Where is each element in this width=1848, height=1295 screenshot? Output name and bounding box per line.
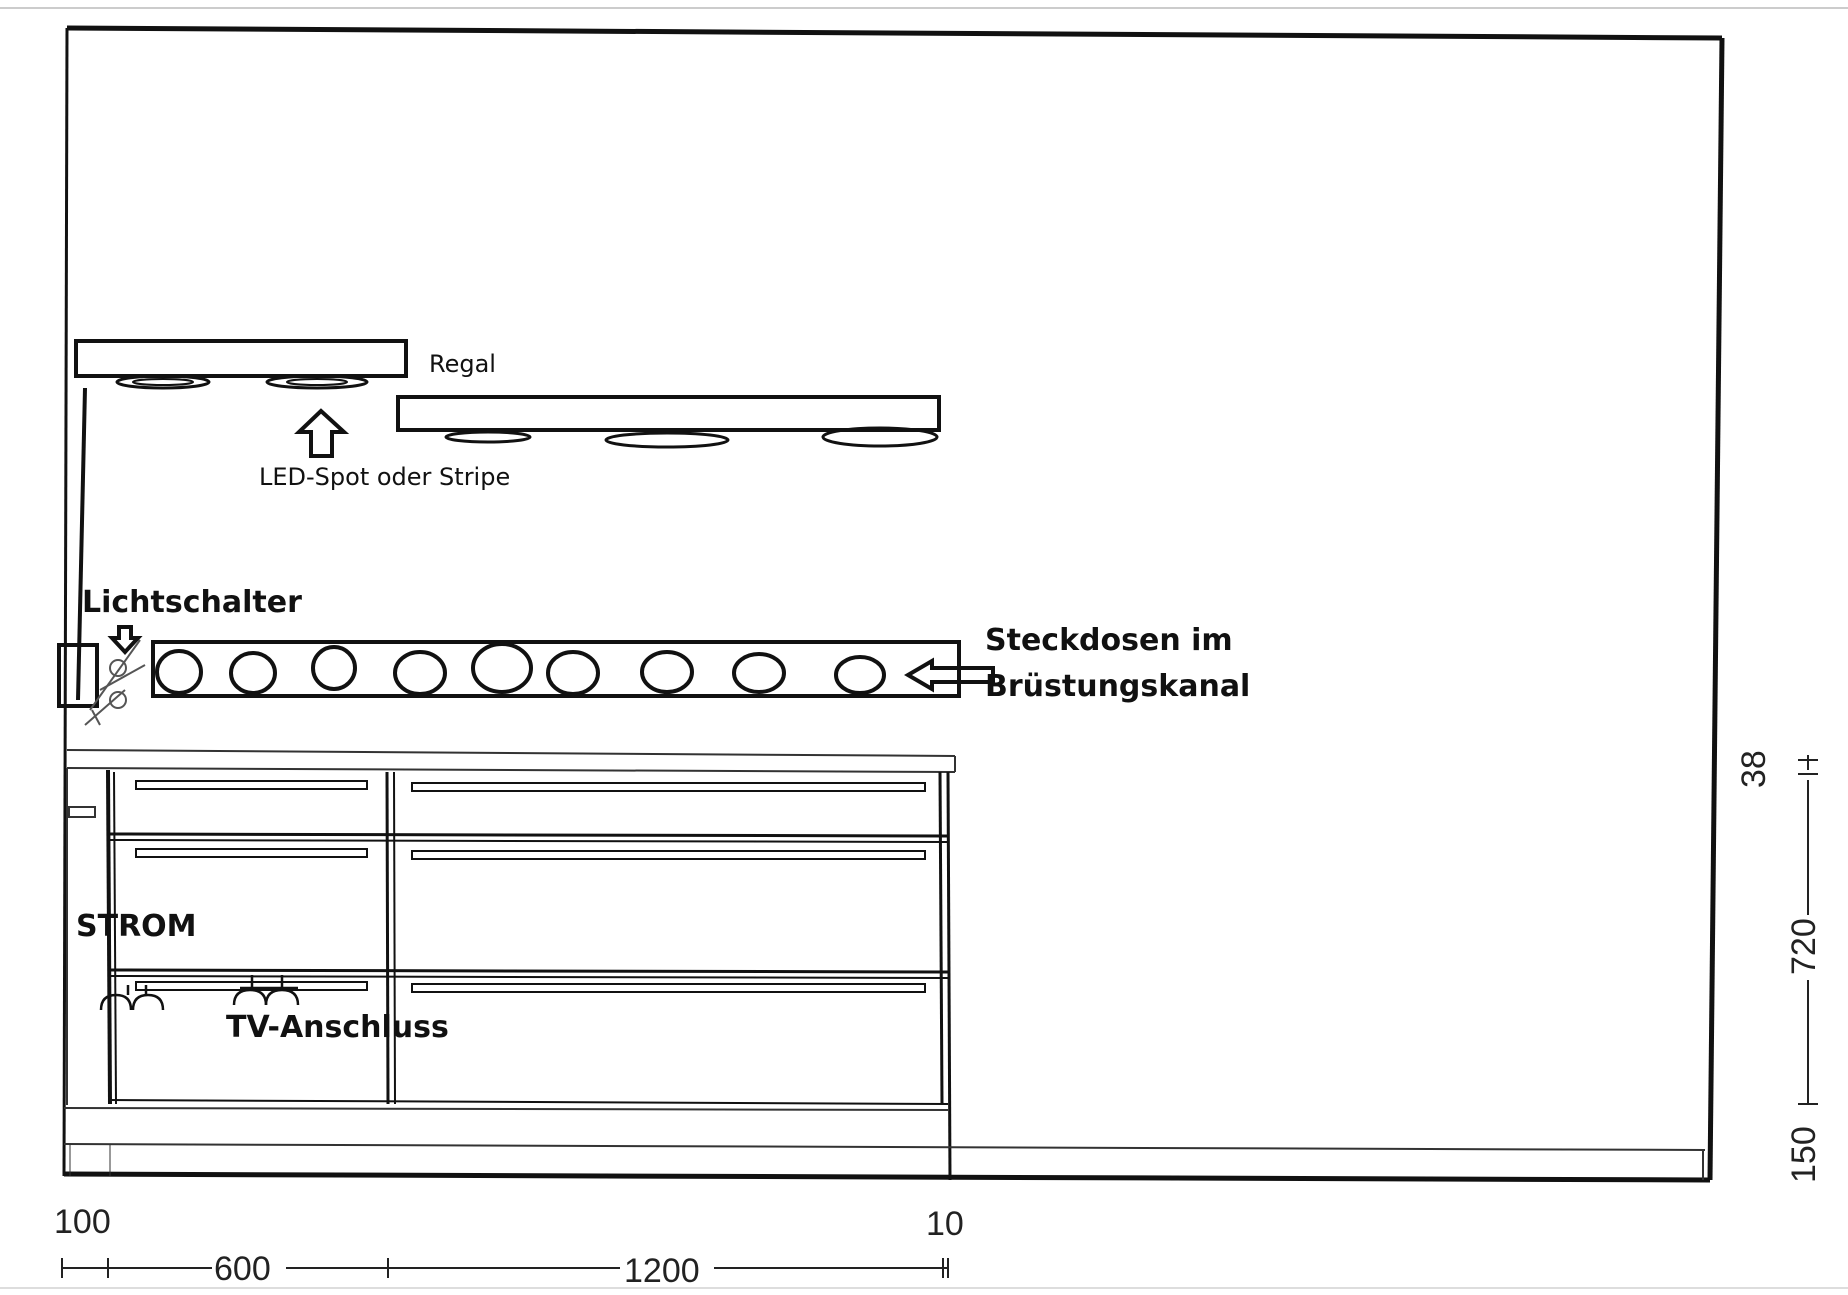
drawer-handle (411, 782, 926, 792)
cabinet-frame (106, 769, 952, 1181)
regal-label: Regal (429, 350, 496, 378)
led-spot-icon (286, 378, 348, 386)
up-arrow-icon (294, 408, 350, 458)
dimension-100: 100 (54, 1203, 111, 1241)
tv-connector-icon (232, 975, 300, 1006)
led-spot-icon (604, 431, 730, 449)
drawer-handles (135, 780, 926, 993)
cable-line (76, 387, 87, 701)
left-arrow-icon (904, 657, 995, 693)
socket-icon (640, 650, 694, 694)
side-panel (66, 768, 96, 1105)
led-spot-icon (115, 374, 211, 390)
dimension-1200: 1200 (624, 1252, 700, 1290)
led-spot-icon (265, 374, 369, 390)
bottom-dimension-line (61, 1258, 949, 1278)
dimension-720: 720 (1785, 918, 1823, 975)
socket-channel (151, 640, 961, 698)
countertop (66, 749, 956, 773)
power-outlet-icon (99, 985, 165, 1011)
socket-icon (229, 651, 277, 695)
tv-label: TV-Anschluss (226, 1010, 449, 1045)
plinth (63, 1107, 1706, 1180)
light-switch-icon (84, 639, 146, 726)
drawer-handle (135, 848, 368, 858)
drawer-handle (411, 983, 926, 993)
dimension-10: 10 (926, 1205, 964, 1243)
drawer-handle (135, 780, 368, 790)
down-arrow-icon (107, 625, 143, 655)
shelf-right (396, 395, 941, 449)
dimension-600: 600 (214, 1250, 271, 1288)
socket-icon (732, 652, 786, 694)
right-dimension-line (1798, 755, 1818, 1105)
steckdosen-label-line2: Brüstungskanal (985, 669, 1250, 704)
led-label: LED-Spot oder Stripe (259, 463, 510, 491)
socket-icon (471, 642, 533, 694)
steckdosen-label-line1: Steckdosen im (985, 623, 1233, 658)
socket-icon (393, 650, 447, 696)
dimension-150: 150 (1785, 1126, 1823, 1183)
led-spot-icon (444, 430, 532, 444)
socket-icon (834, 655, 886, 695)
dimension-38: 38 (1735, 750, 1773, 788)
strom-label: STROM (76, 909, 197, 944)
socket-icon (155, 649, 203, 695)
led-spot-icon (821, 426, 939, 448)
light-switch-box (57, 643, 99, 708)
drawer-handle (411, 850, 926, 860)
shelf-left (74, 339, 408, 390)
wall-outline (62, 25, 1725, 1183)
socket-icon (311, 645, 357, 691)
socket-icon (546, 650, 600, 696)
lichtschalter-label: Lichtschalter (82, 585, 302, 620)
led-spot-icon (132, 378, 194, 386)
